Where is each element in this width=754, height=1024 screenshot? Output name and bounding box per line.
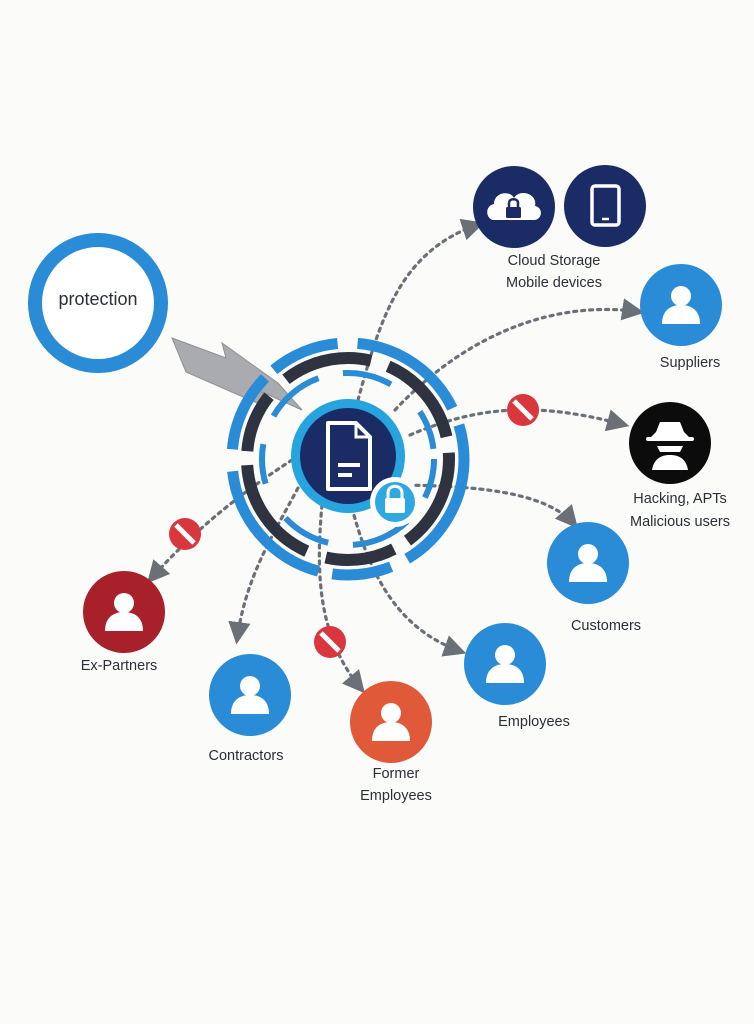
lock-badge — [370, 477, 420, 527]
ex-partners-node — [83, 571, 165, 653]
connector-employees — [348, 498, 467, 657]
mobile-devices-node — [564, 165, 646, 247]
employees-node — [464, 623, 546, 705]
block-signs — [169, 394, 539, 658]
former-employees-label: Employees — [360, 788, 432, 804]
connector-contractors — [228, 486, 300, 645]
suppliers-label: Suppliers — [659, 355, 721, 371]
hacker-icon — [646, 422, 694, 470]
connector-cloud — [356, 218, 485, 402]
customers-label: Customers — [570, 618, 642, 634]
former-label: Former — [372, 766, 420, 782]
hacking-label: Hacking, APTs — [633, 491, 727, 507]
hacking-node — [629, 402, 711, 484]
former-employees-node — [350, 681, 432, 763]
cloud-storage-node — [473, 166, 555, 248]
connector-former — [317, 503, 365, 694]
block-sign-icon — [507, 394, 539, 426]
tablet-icon — [590, 184, 621, 227]
contractors-label: Contractors — [208, 748, 284, 764]
cloud-storage-label: Cloud Storage — [507, 253, 601, 269]
connector-suppliers — [393, 298, 645, 412]
suppliers-node — [640, 264, 722, 346]
employees-label: Employees — [498, 714, 570, 730]
ex-partners-label: Ex-Partners — [80, 658, 158, 674]
mobile-devices-label: Mobile devices — [506, 275, 602, 291]
malicious-users-label: Malicious users — [630, 514, 730, 530]
customers-node — [547, 522, 629, 604]
block-sign-icon — [314, 626, 346, 658]
block-sign-icon — [169, 518, 201, 550]
contractors-node — [209, 654, 291, 736]
protection-circle — [28, 233, 168, 373]
cloud-lock-icon — [487, 192, 541, 220]
lock-icon — [385, 484, 405, 513]
lightning-bolt-icon — [171, 337, 303, 411]
central-document-node — [291, 399, 405, 513]
central-ring — [226, 337, 470, 581]
connector-customers — [398, 483, 578, 529]
protection-label: protection — [58, 289, 138, 309]
document-icon — [326, 421, 372, 491]
connector-expartners — [147, 458, 294, 584]
